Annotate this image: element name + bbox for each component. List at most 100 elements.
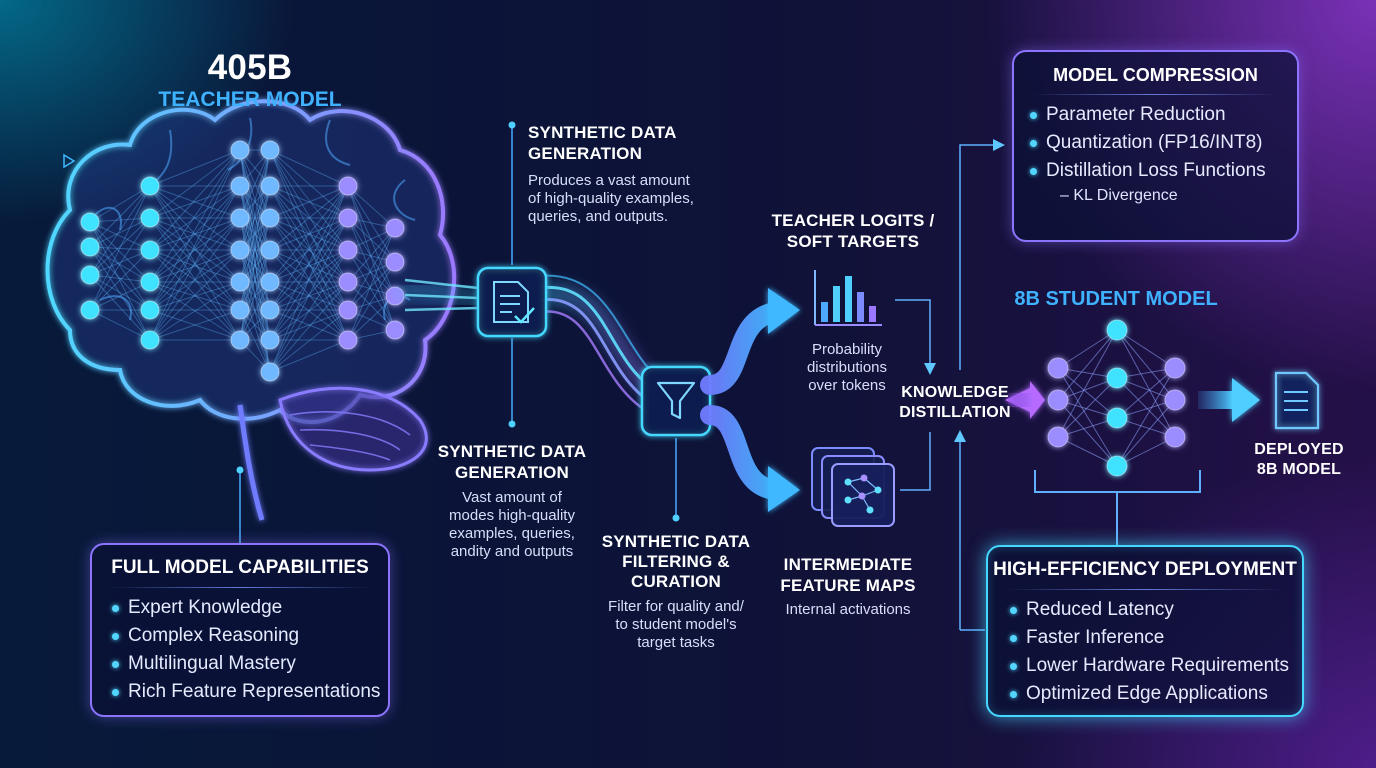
network-node [385,218,405,238]
logits-desc-1: Probability [811,341,883,358]
network-node [230,330,250,350]
filtering-title-3: CURATION [630,572,722,591]
network-node [1106,455,1128,477]
student-network-icon [1034,319,1201,545]
connector-lines [236,121,680,543]
network-node [1047,389,1069,411]
synthetic-top-desc-3: queries, and outputs. [528,208,669,225]
synthetic-bottom-label: SYNTHETIC DATA GENERATION Vast amount of… [432,441,592,561]
network-node [230,272,250,292]
network-node [1106,407,1128,429]
filtering-label: SYNTHETIC DATA FILTERING & CURATION Filt… [592,532,760,652]
network-node [385,252,405,272]
network-node [1164,389,1186,411]
features-label: INTERMEDIATE FEATURE MAPS Internal activ… [768,554,928,619]
network-node [140,330,160,350]
deployment-title: HIGH-EFFICIENCY DEPLOYMENT [993,559,1297,580]
synthetic-bottom-desc-1: Vast amount of [462,489,562,506]
network-node [80,212,100,232]
network-node [260,208,280,228]
play-icon [63,153,76,169]
features-title-2: FEATURE MAPS [780,576,916,595]
network-node [260,362,280,382]
network-node [338,208,358,228]
distillation-line-1: KNOWLEDGE [901,384,1009,401]
network-node [260,140,280,160]
deployment-item: Reduced Latency [1010,596,1302,624]
network-node [385,320,405,340]
network-node [80,265,100,285]
network-node [1164,357,1186,379]
network-node [1106,367,1128,389]
distillation-label: KNOWLEDGE DISTILLATION [890,383,1020,423]
logits-desc-3: over tokens [808,377,886,394]
split-arrows [700,288,800,512]
network-node [260,176,280,196]
layered-network-icon [811,447,895,527]
network-node [260,300,280,320]
logits-label: TEACHER LOGITS / SOFT TARGETS [758,210,948,252]
network-node [140,300,160,320]
compression-item: Quantization (FP16/INT8) [1030,129,1297,157]
distillation-connectors [895,139,1005,631]
teacher-label: TEACHER MODEL [158,88,342,111]
network-node [1164,426,1186,448]
deployment-panel: HIGH-EFFICIENCY DEPLOYMENT Reduced Laten… [986,545,1304,717]
network-node [338,272,358,292]
network-node [338,300,358,320]
network-node [260,240,280,260]
logits-title-1: TEACHER LOGITS / [771,211,935,230]
synthetic-top-desc-1: Produces a vast amount [528,172,690,189]
document-check-icon [476,266,548,338]
filtering-desc-2: to student model's [615,616,737,633]
filtering-title-2: FILTERING & [622,552,730,571]
deployment-item: Faster Inference [1010,624,1302,652]
network-node [230,176,250,196]
capabilities-item: Expert Knowledge [112,594,388,622]
synthetic-bottom-desc-4: andity and outputs [450,543,574,560]
capabilities-item: Complex Reasoning [112,622,388,650]
filtering-desc-3: target tasks [637,634,715,651]
features-title-1: INTERMEDIATE [783,555,913,574]
deployed-line-2: 8B MODEL [1256,461,1342,478]
network-node [230,140,250,160]
network-node [80,237,100,257]
student-label: 8B STUDENT MODEL [1014,288,1218,310]
network-node [140,272,160,292]
logits-desc-2: distributions [806,359,888,376]
network-node [260,272,280,292]
capabilities-item: Multilingual Mastery [112,650,388,678]
network-node [230,240,250,260]
network-node [80,300,100,320]
synthetic-bottom-title-2: GENERATION [454,463,570,482]
deployed-label: DEPLOYED 8B MODEL [1244,440,1354,480]
bar-chart-icon [814,270,882,326]
teacher-size: 405B [207,48,293,87]
teacher-brain-icon [45,99,457,521]
network-node [338,176,358,196]
synthetic-top-title-1: SYNTHETIC DATA [528,123,677,142]
synthetic-bottom-title-1: SYNTHETIC DATA [437,442,587,461]
network-node [1106,319,1128,341]
network-node [1047,426,1069,448]
network-node [1047,357,1069,379]
logits-title-2: SOFT TARGETS [786,232,920,251]
compression-title: MODEL COMPRESSION [1053,65,1258,85]
funnel-icon [640,365,712,437]
network-node [140,176,160,196]
distillation-line-2: DISTILLATION [899,404,1011,421]
synthetic-top-desc-2: of high-quality examples, [528,190,694,207]
features-desc: Internal activations [785,601,911,618]
filtering-title-1: SYNTHETIC DATA [601,532,751,551]
synthetic-bottom-desc-3: examples, queries, [449,525,575,542]
network-node [338,330,358,350]
capabilities-item: Rich Feature Representations [112,678,388,706]
filtering-desc-1: Filter for quality and/ [608,598,744,615]
logits-desc: Probability distributions over tokens [780,341,914,395]
network-node [260,330,280,350]
network-node [338,240,358,260]
compression-sub-item: – KL Divergence [1060,187,1178,204]
compression-item: Distillation Loss Functions [1030,157,1297,185]
